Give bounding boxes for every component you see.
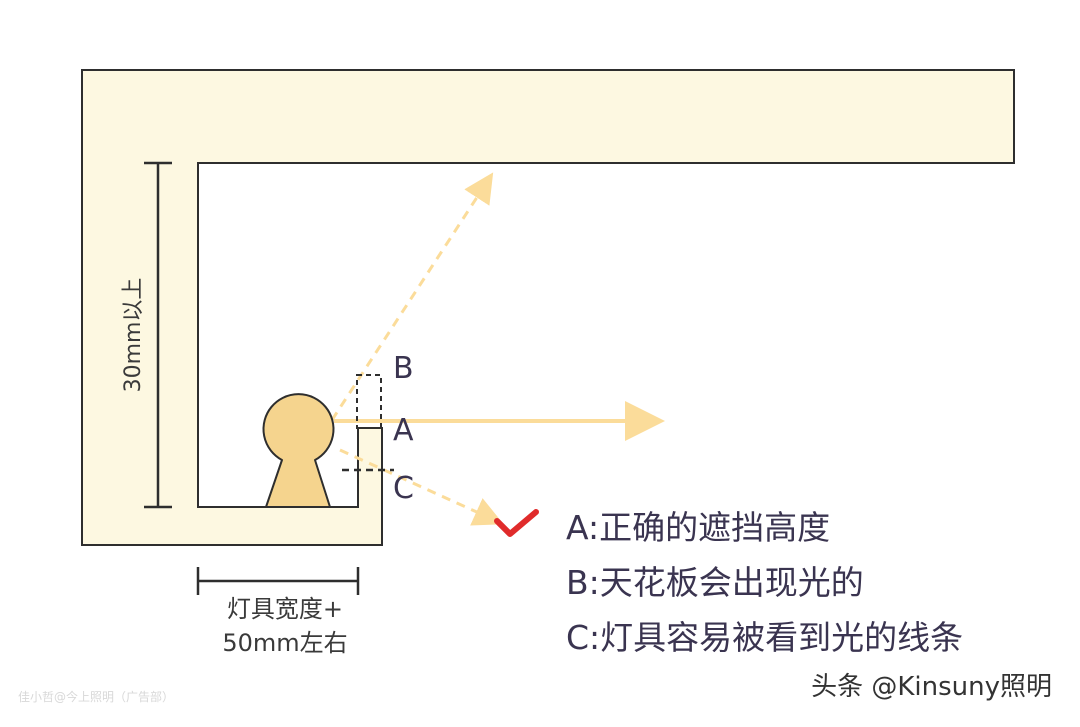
- watermark: 头条 @Kinsuny照明: [811, 672, 1052, 702]
- legend-item-a: A:正确的遮挡高度: [566, 508, 831, 547]
- width-dimension-label-line2: 50mm左右: [222, 629, 347, 657]
- check-mark-icon: [494, 509, 539, 537]
- shield-option-b: [356, 374, 382, 429]
- height-dimension-label: 30mm以上: [121, 278, 146, 393]
- credit-text: 佳小哲@今上照明（广告部）: [18, 690, 175, 704]
- legend-item-b: B:天花板会出现光的: [566, 563, 864, 602]
- legend-item-c: C:灯具容易被看到光的线条: [566, 618, 964, 657]
- width-dimension-label-line1: 灯具宽度+: [227, 595, 343, 623]
- lamp-fixture: [262, 393, 335, 508]
- ceiling-structure: [81, 69, 1015, 546]
- light-ray-downward: [339, 448, 504, 526]
- height-dimension: [144, 161, 172, 509]
- label-c: C: [393, 471, 414, 506]
- label-a: A: [393, 413, 414, 448]
- legend: A:正确的遮挡高度 B:天花板会出现光的 C:灯具容易被看到光的线条: [566, 500, 963, 665]
- width-dimension: [196, 567, 360, 595]
- label-b: B: [393, 351, 414, 386]
